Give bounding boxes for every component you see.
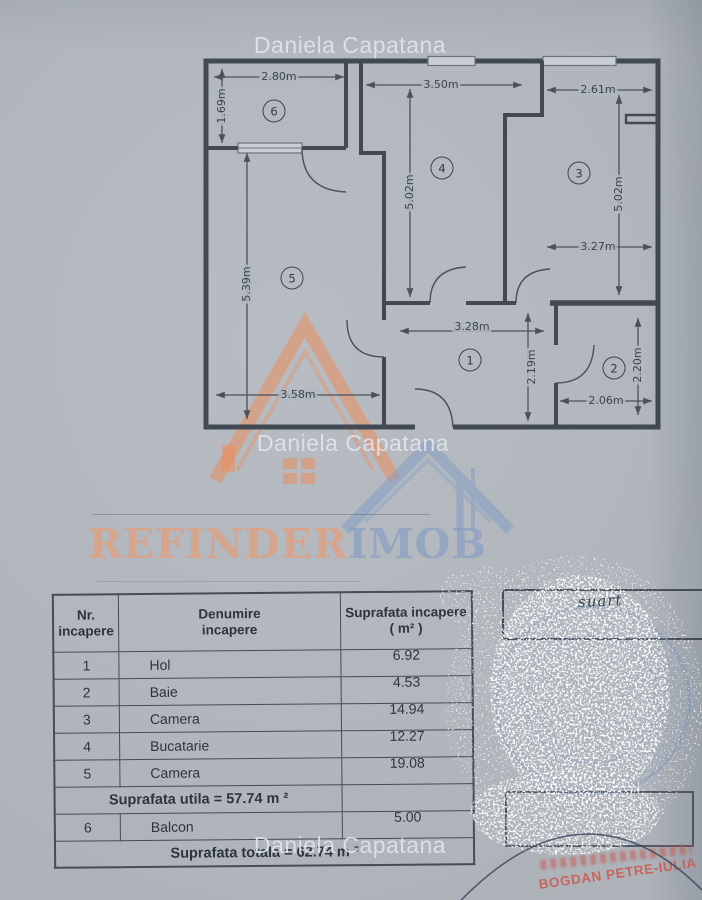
cell-area: 12.27 bbox=[341, 727, 474, 758]
dim-label-room3-width: 2.61m bbox=[578, 83, 618, 96]
cell-nr: 1 bbox=[53, 651, 120, 680]
logo-text-primary: REFINDER bbox=[88, 520, 348, 568]
header-suprafata: Suprafata incapere ( m² ) bbox=[340, 591, 473, 650]
cell-name: Baie bbox=[119, 676, 342, 706]
area-value: 6.92 bbox=[392, 646, 421, 663]
dim-label-top-balcony: 2.80m bbox=[259, 70, 299, 83]
cell-name: Hol bbox=[118, 649, 342, 679]
area-value: 19.08 bbox=[389, 754, 425, 771]
logo-text-secondary: IMOB bbox=[347, 520, 487, 568]
cell-area: 14.94 bbox=[341, 700, 474, 731]
cell-name: Bucatarie bbox=[119, 730, 342, 760]
dim-label-balcony-height: 1.69m bbox=[215, 86, 228, 126]
floor-plan: 2.80m 1.69m 3.50m 5.02m 2.61m 5.02m 3.27… bbox=[198, 53, 668, 435]
door-arcs bbox=[301, 147, 595, 428]
area-value: 4.53 bbox=[392, 673, 421, 690]
dim-label-hall-width: 3.28m bbox=[452, 320, 492, 333]
brokerage-logo-text: REFINDERIMOB bbox=[88, 520, 486, 568]
cell-nr: 2 bbox=[53, 678, 120, 707]
table-header-row: Nr. incapere Denumire incapere Suprafata… bbox=[52, 591, 473, 653]
room-label-5: 5 bbox=[280, 266, 304, 290]
dim-label-room5-depth: 5.39m bbox=[240, 264, 253, 304]
cell-empty bbox=[341, 783, 474, 812]
handwriting-note: suart bbox=[577, 590, 623, 612]
watermark-name-top: Daniela Capatana bbox=[253, 32, 447, 58]
cell-area: 4.53 bbox=[341, 673, 473, 704]
dim-label-room4-width: 3.50m bbox=[421, 78, 461, 91]
table-row: 5 Camera 19.08 bbox=[54, 754, 474, 788]
suprafata-utila-label: Suprafata utila = 57.74 m ² bbox=[54, 784, 343, 815]
header-denumire: Denumire incapere bbox=[118, 592, 341, 652]
round-stamp-inner bbox=[525, 635, 659, 764]
cell-nr: 5 bbox=[54, 759, 120, 788]
area-value: 5.00 bbox=[394, 808, 422, 825]
cell-nr: 6 bbox=[54, 813, 121, 842]
area-value: 12.27 bbox=[389, 727, 425, 744]
cell-nr: 4 bbox=[54, 732, 120, 761]
watermark-name-bottom: Daniela Capatana bbox=[253, 832, 447, 858]
room-label-6: 6 bbox=[262, 99, 286, 123]
logo-rule-bottom bbox=[95, 581, 361, 582]
cell-area: 6.92 bbox=[340, 646, 473, 677]
dim-label-room3-lower-width: 3.27m bbox=[578, 240, 618, 253]
cell-nr: 3 bbox=[53, 705, 120, 734]
dim-label-room4-depth: 5.02m bbox=[403, 172, 416, 212]
stamp-box-bottom bbox=[505, 791, 694, 847]
dim-label-room5-width: 3.58m bbox=[278, 388, 318, 401]
dim-label-room2-depth: 2.20m bbox=[631, 345, 644, 385]
logo-rule-top bbox=[92, 514, 430, 515]
dim-label-hall-depth: 2.19m bbox=[525, 347, 538, 387]
dim-label-room2-width: 2.06m bbox=[586, 394, 626, 407]
room-label-3: 3 bbox=[567, 161, 591, 185]
room-label-4: 4 bbox=[430, 156, 454, 180]
watermark-name-middle: Daniela Capatana bbox=[256, 430, 450, 456]
room-label-1: 1 bbox=[458, 348, 482, 372]
room-label-2: 2 bbox=[602, 356, 626, 380]
floor-plan-walls bbox=[203, 55, 661, 430]
cell-area: 19.08 bbox=[341, 754, 474, 785]
areas-table: Nr. incapere Denumire incapere Suprafata… bbox=[51, 590, 476, 869]
area-value: 14.94 bbox=[389, 700, 425, 717]
header-nr: Nr. incapere bbox=[52, 594, 119, 653]
cell-name: Camera bbox=[119, 757, 342, 787]
cell-name: Camera bbox=[119, 703, 342, 733]
dim-label-room3-depth: 5.02m bbox=[612, 174, 625, 214]
